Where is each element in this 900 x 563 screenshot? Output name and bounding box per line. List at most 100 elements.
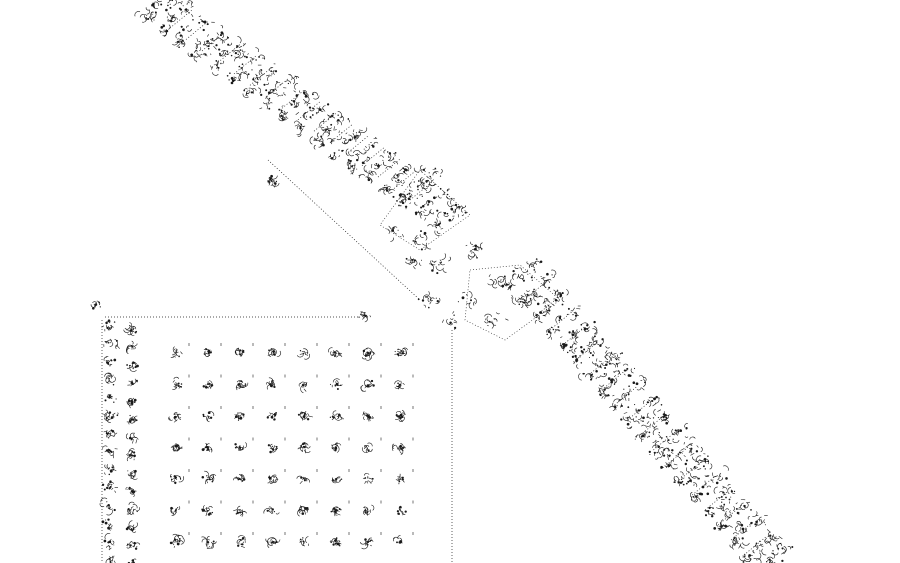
edge-tick: [268, 510, 272, 514]
node-cluster: [259, 95, 273, 110]
node-dot: [435, 226, 437, 229]
grid-node: [299, 536, 309, 547]
edge-tick: [679, 457, 682, 461]
node-arc: [434, 224, 441, 228]
node-dot: [350, 150, 352, 152]
edge-tick: [242, 479, 244, 482]
node-dot: [453, 326, 457, 330]
node-arc: [723, 465, 729, 471]
node-arc: [605, 346, 610, 349]
node-arc: [130, 471, 136, 475]
node-arc: [424, 167, 426, 173]
node-arc: [659, 451, 663, 459]
edge-tick: [205, 543, 208, 548]
node-arc: [729, 514, 733, 518]
node-dot: [176, 449, 178, 452]
node-arc: [701, 461, 707, 464]
node-arc: [208, 506, 213, 509]
node-dot: [566, 351, 569, 354]
node-arc: [272, 91, 277, 94]
node-arc: [239, 474, 244, 483]
node-cluster: [648, 441, 666, 460]
node-arc: [106, 510, 113, 516]
node-arc: [419, 177, 423, 184]
node-dot: [399, 414, 402, 417]
edge-tick: [507, 286, 512, 291]
edge-tick: [696, 492, 699, 495]
node-arc: [108, 483, 112, 487]
edge-tick: [191, 13, 194, 17]
node-arc: [205, 479, 209, 485]
edge-tick: [641, 387, 645, 391]
edge-tick: [625, 393, 628, 397]
node-dot: [104, 521, 108, 525]
node-arc: [267, 75, 272, 81]
node-arc: [470, 250, 473, 254]
node-arc: [367, 442, 373, 447]
node-dot: [268, 475, 270, 477]
node-dot: [227, 50, 229, 52]
node-dot: [304, 95, 308, 98]
node-dot: [397, 179, 400, 182]
node-dot: [328, 133, 330, 135]
node-dot: [634, 438, 636, 440]
node-arc: [126, 348, 130, 353]
node-dot: [99, 306, 101, 308]
crossing-cluster: [419, 165, 443, 183]
node-dot: [330, 156, 334, 160]
node-arc: [402, 352, 406, 354]
edge-tick: [655, 445, 657, 448]
node-dot: [540, 275, 542, 278]
node-arc: [360, 151, 366, 155]
edge-tick: [130, 327, 133, 331]
node-arc: [169, 0, 172, 1]
edge-tick: [176, 384, 182, 388]
crossing-cluster: [443, 204, 467, 217]
node-dot: [109, 469, 113, 473]
edge-tick: [369, 539, 373, 541]
node-arc: [92, 301, 97, 304]
node-dot: [129, 472, 132, 474]
node-arc: [301, 350, 306, 354]
node-arc: [144, 16, 150, 20]
band-rung: [201, 32, 225, 52]
node-dot: [131, 345, 134, 348]
node-arc: [272, 383, 275, 388]
node-arc: [168, 24, 171, 30]
band-rung: [297, 101, 321, 121]
node-dot: [363, 314, 366, 317]
grid-node: [170, 474, 184, 485]
node-arc: [261, 57, 265, 60]
edge-tick: [198, 15, 202, 17]
node-dot: [178, 448, 180, 450]
edge-tick: [556, 329, 560, 332]
node-arc: [533, 262, 537, 269]
node-arc: [450, 318, 454, 320]
node-dot: [217, 66, 220, 69]
node-dot: [202, 385, 206, 388]
node-arc: [134, 343, 138, 346]
node-cluster: [414, 195, 439, 216]
node-dot: [129, 544, 132, 547]
edge-tick: [596, 343, 600, 346]
node-cluster: [628, 375, 647, 391]
node-dot: [101, 483, 105, 486]
edge-tick: [173, 348, 176, 351]
node-arc: [777, 542, 782, 551]
edge-tick: [267, 414, 272, 418]
node-dot: [195, 49, 197, 52]
node-dot: [135, 379, 138, 382]
node-arc: [765, 540, 770, 543]
edge-tick: [298, 447, 303, 449]
node-arc: [132, 524, 136, 530]
edge-tick: [233, 509, 238, 512]
node-arc: [132, 436, 134, 441]
node-arc: [269, 67, 274, 71]
node-dot: [781, 559, 784, 563]
node-dot: [303, 413, 306, 416]
node-dot: [627, 374, 631, 377]
edge-tick: [454, 210, 456, 212]
grid-node: [297, 442, 311, 454]
node-arc: [731, 543, 735, 550]
node-dot: [109, 361, 111, 363]
